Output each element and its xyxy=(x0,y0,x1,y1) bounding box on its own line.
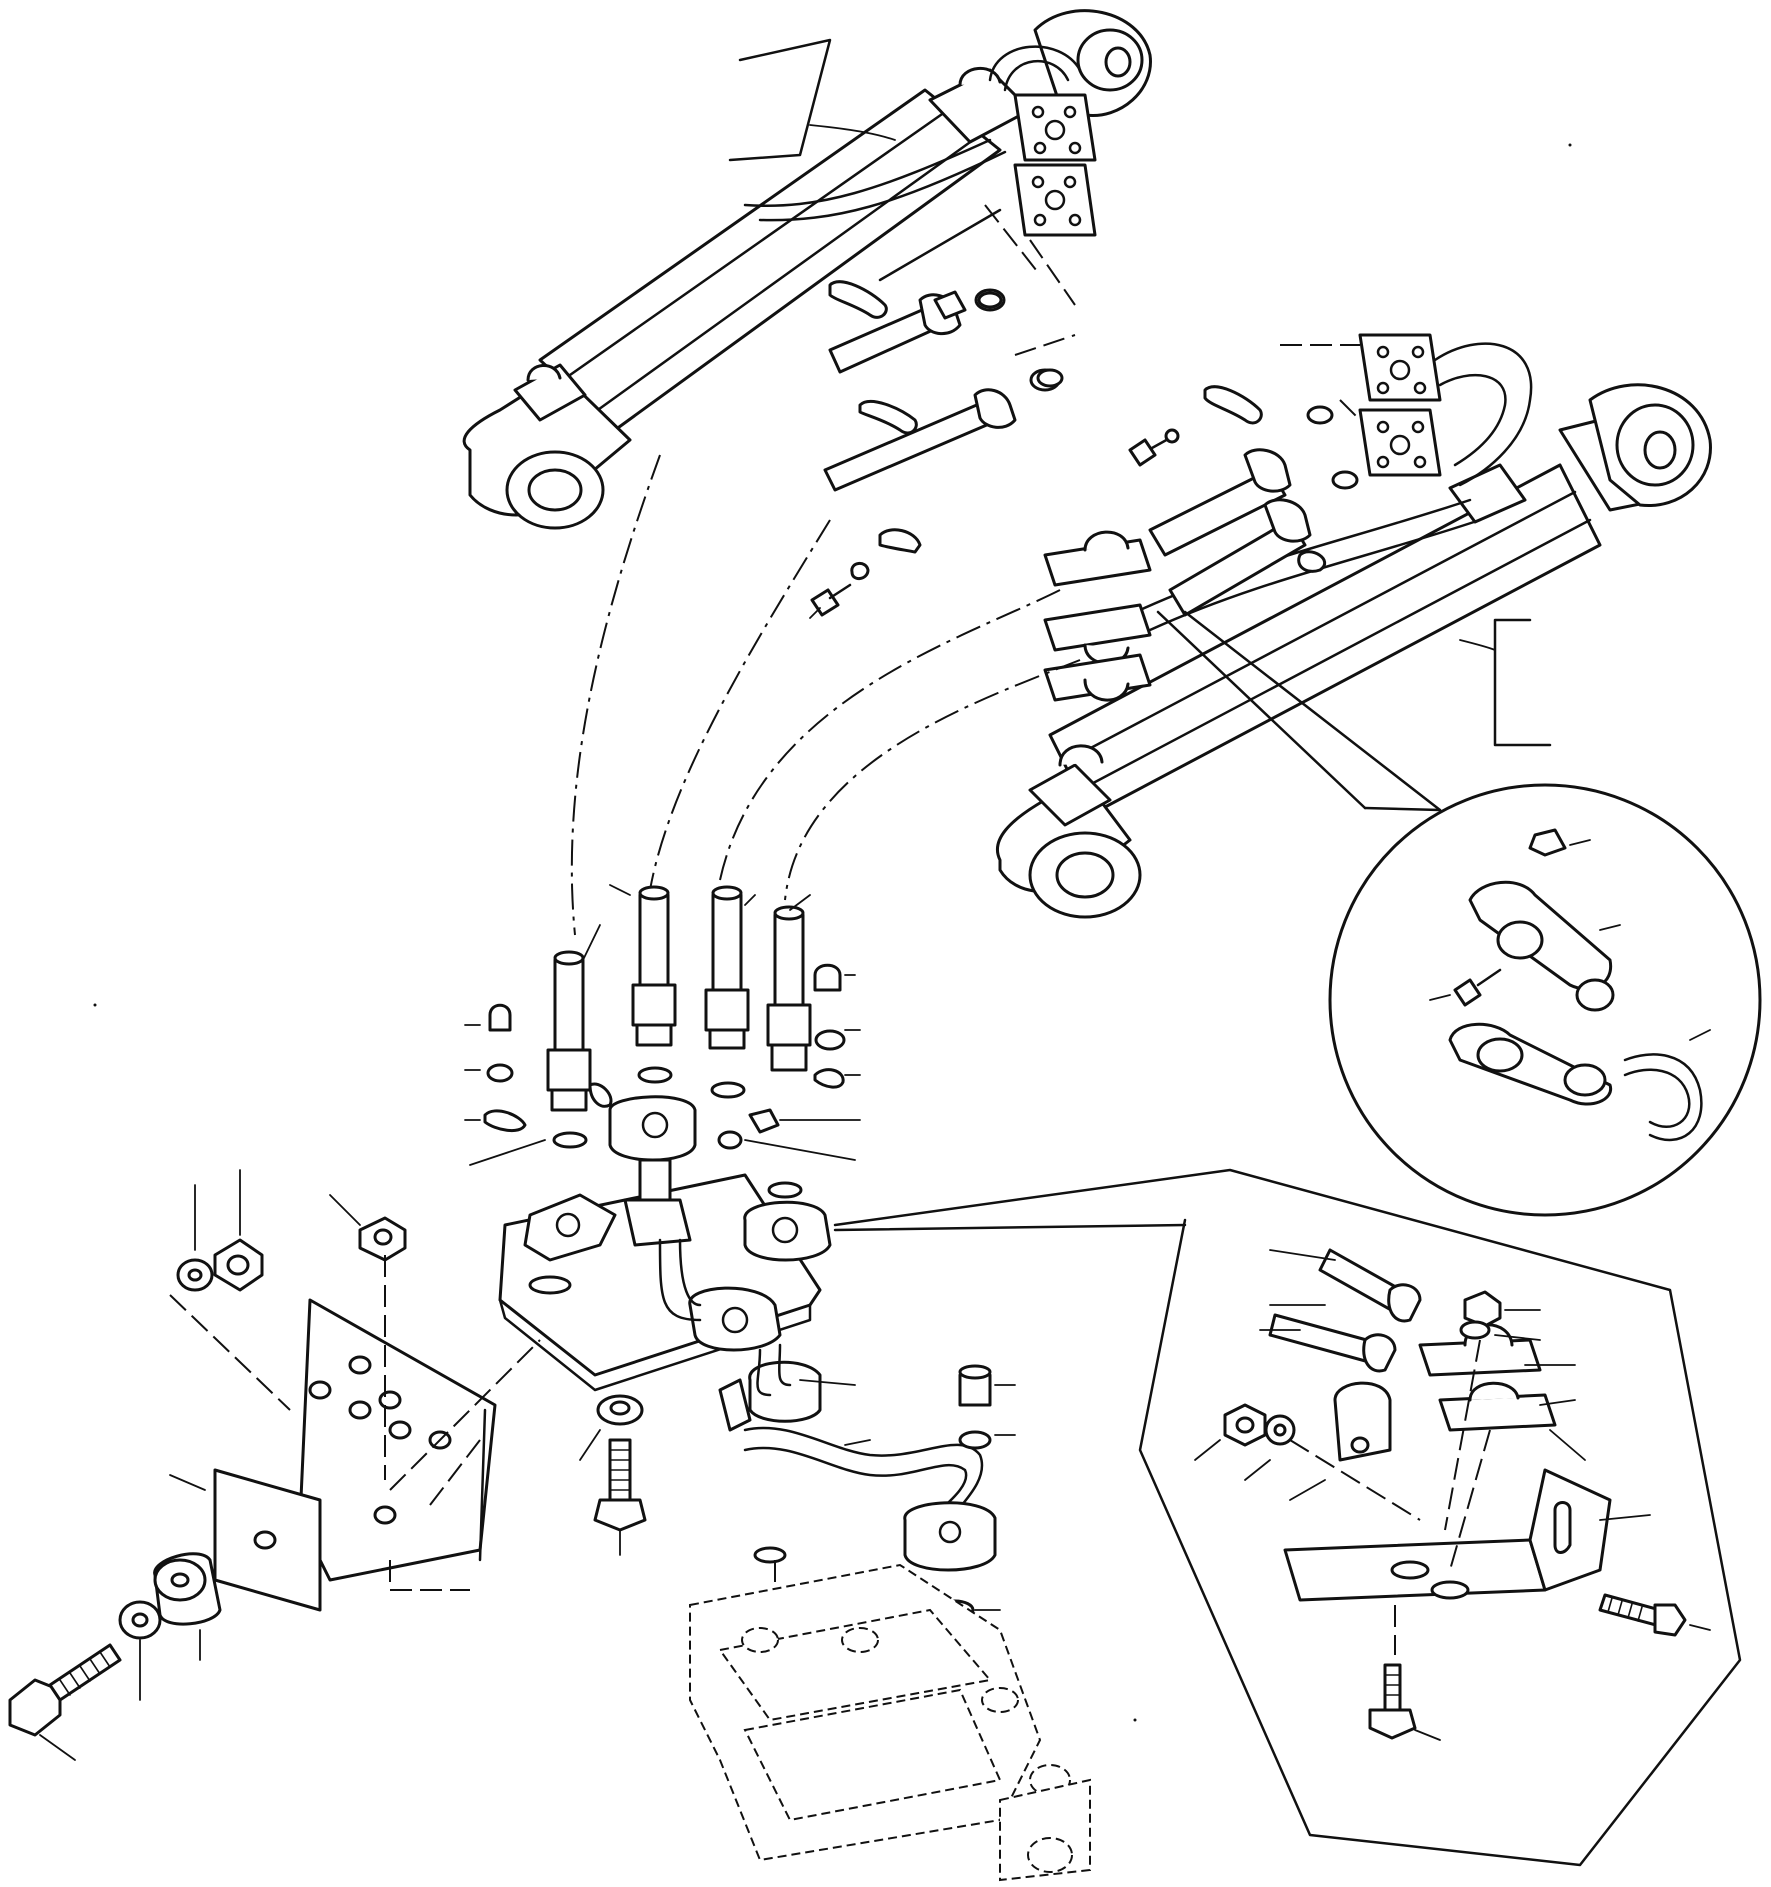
pipe-route-lines xyxy=(570,454,1081,936)
upper-right-lift-cylinder xyxy=(995,333,1712,919)
upper-right-pipe-set xyxy=(1043,344,1361,702)
control-valve-phantom xyxy=(689,1563,1091,1882)
clamp-detail-circle xyxy=(1156,610,1762,1217)
left-mounting-bracket xyxy=(8,1169,541,1761)
stray-marks xyxy=(93,143,1572,1722)
bottom-bolt-and-washer xyxy=(579,1394,647,1556)
clamp-bracket-detail-panel xyxy=(833,1168,1742,1867)
manifold-plate xyxy=(498,1095,832,1432)
upper-left-lift-cylinder xyxy=(462,9,1152,530)
vertical-pipe-set xyxy=(464,884,861,1199)
upper-left-pipe-set xyxy=(809,204,1076,619)
